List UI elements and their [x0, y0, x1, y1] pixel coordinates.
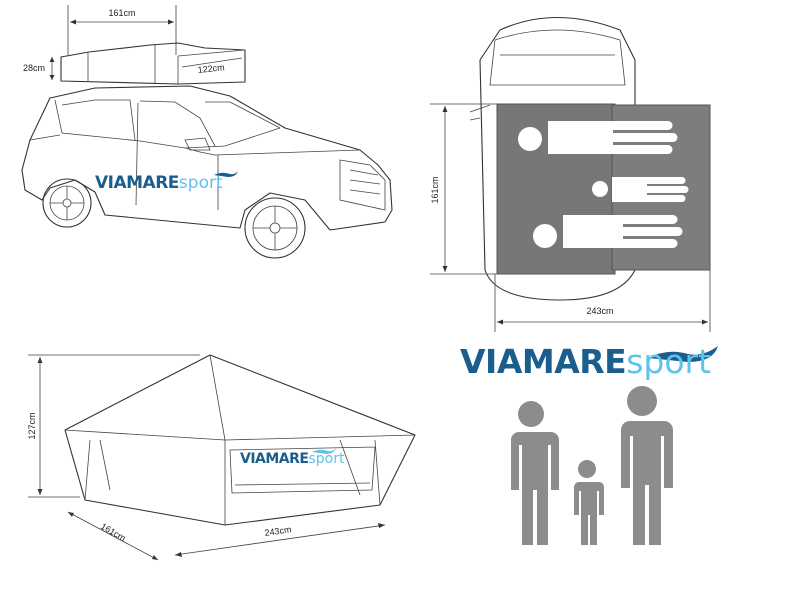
- car-top-view: 161cm 243cm: [430, 16, 711, 332]
- open-length-label: 243cm: [586, 306, 613, 316]
- car-door-logo: VIAMAREsport: [95, 173, 223, 193]
- logo-wave-icon: [648, 346, 718, 362]
- tent-width-label: 161cm: [99, 521, 127, 543]
- closed-height-label: 28cm: [23, 63, 45, 73]
- child-silhouette-icon: [574, 460, 604, 545]
- brand-logo: VIAMAREsport: [460, 342, 711, 381]
- open-width-label: 161cm: [430, 176, 440, 203]
- tent-height-label: 127cm: [27, 412, 37, 439]
- logo-sub-text: sport: [308, 451, 345, 467]
- closed-length-label: 161cm: [108, 8, 135, 18]
- logo-sub-text: sport: [626, 342, 712, 381]
- car-top-outline: [479, 16, 636, 301]
- closed-width-label: 122cm: [197, 62, 225, 75]
- open-tent-view: 127cm 161cm 243cm: [27, 354, 416, 561]
- closed-tent-box: [60, 42, 246, 85]
- logo-main-text: VIAMARE: [460, 342, 627, 381]
- family-capacity-icon: [511, 386, 673, 545]
- logo-main-text: VIAMARE: [240, 451, 309, 467]
- tent-length-label: 243cm: [264, 524, 292, 538]
- logo-sub-text: sport: [178, 173, 223, 193]
- logo-main-text: VIAMARE: [95, 173, 179, 193]
- car-side-view: 161cm 28cm 122cm: [21, 5, 393, 259]
- adult-silhouette-icon: [511, 401, 559, 545]
- adult-silhouette-icon: [620, 386, 673, 545]
- tent-logo: VIAMAREsport: [240, 451, 345, 467]
- sleeping-persons-icon: [518, 121, 689, 248]
